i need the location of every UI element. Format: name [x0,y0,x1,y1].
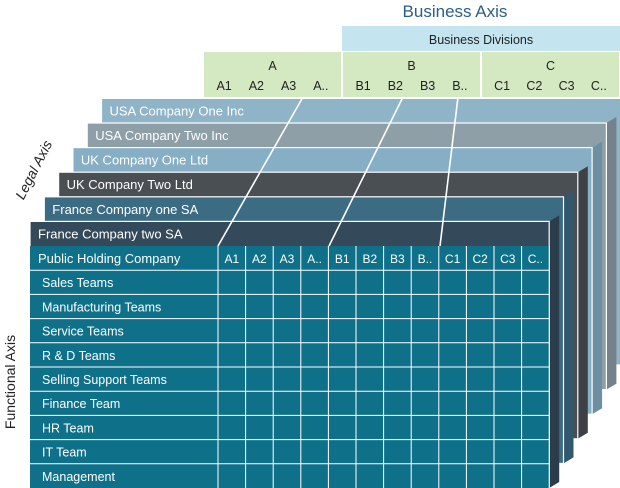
grid-column-label: C1 [445,252,461,266]
business-division-name: B [407,59,415,73]
division-separator-line [217,96,304,247]
business-division-group [204,52,341,97]
grid-column-label: C3 [500,252,516,266]
functional-team-label: Management [42,470,115,484]
functional-team-label: IT Team [42,446,87,460]
business-sub-division-label: B3 [420,79,435,93]
grid-column-label: C2 [473,252,489,266]
business-sub-division-label: C2 [526,79,542,93]
legal-entity-label: UK Company Two Ltd [67,177,193,192]
business-division-group [482,52,619,97]
functional-team-label: Service Teams [42,325,124,339]
grid-column-label: B3 [390,252,405,266]
legal-entity-label: USA Company One Inc [110,103,245,118]
grid-column-label: A1 [224,252,239,266]
legal-entity-side [577,166,588,439]
functional-team-label: Sales Teams [42,276,113,290]
business-sub-division-label: B1 [355,79,370,93]
grid-column-label: B2 [362,252,377,266]
grid-column-label: A.. [307,252,322,266]
grid-column-label: A3 [280,252,295,266]
business-sub-division-label: C.. [591,79,607,93]
business-sub-division-label: A1 [216,79,231,93]
business-sub-division-label: B.. [452,79,467,93]
functional-axis-title: Functional Axis [2,335,18,429]
legal-entity-side [606,117,617,390]
grid-corner-label: Public Holding Company [38,251,181,266]
grid-column-label: A2 [252,252,267,266]
business-division-group [343,52,480,97]
grid-column-label: C.. [528,252,543,266]
legal-entity-label: UK Company One Ltd [81,153,208,168]
business-sub-division-label: C3 [559,79,575,93]
business-sub-division-label: B2 [388,79,403,93]
grid-column-label: B.. [418,252,433,266]
business-divisions-label: Business Divisions [429,33,533,47]
business-division-name: C [546,59,555,73]
legal-entity-side [549,215,560,488]
business-sub-division-label: A2 [249,79,264,93]
grid-column-label: B1 [335,252,350,266]
legal-axis-title: Legal Axis [12,138,55,202]
legal-entity-side [563,190,574,464]
business-sub-division-label: A3 [281,79,296,93]
business-divisions-bar [342,26,620,51]
business-sub-division-label: A.. [313,79,328,93]
division-separator-line [439,96,459,247]
functional-team-label: R & D Teams [42,349,115,363]
functional-team-label: Finance Team [42,397,120,411]
division-separator-line [328,96,404,247]
functional-team-label: Manufacturing Teams [42,300,161,314]
functional-team-label: Selling Support Teams [42,373,167,387]
legal-entity-label: USA Company Two Inc [95,128,229,143]
legal-entity-label: France Company two SA [38,226,183,241]
business-division-name: A [268,59,277,73]
functional-team-label: HR Team [42,421,94,435]
legal-entity-label: France Company one SA [52,202,198,217]
legal-entity-side [592,141,603,415]
business-axis-title: Business Axis [403,2,508,21]
business-sub-division-label: C1 [494,79,510,93]
